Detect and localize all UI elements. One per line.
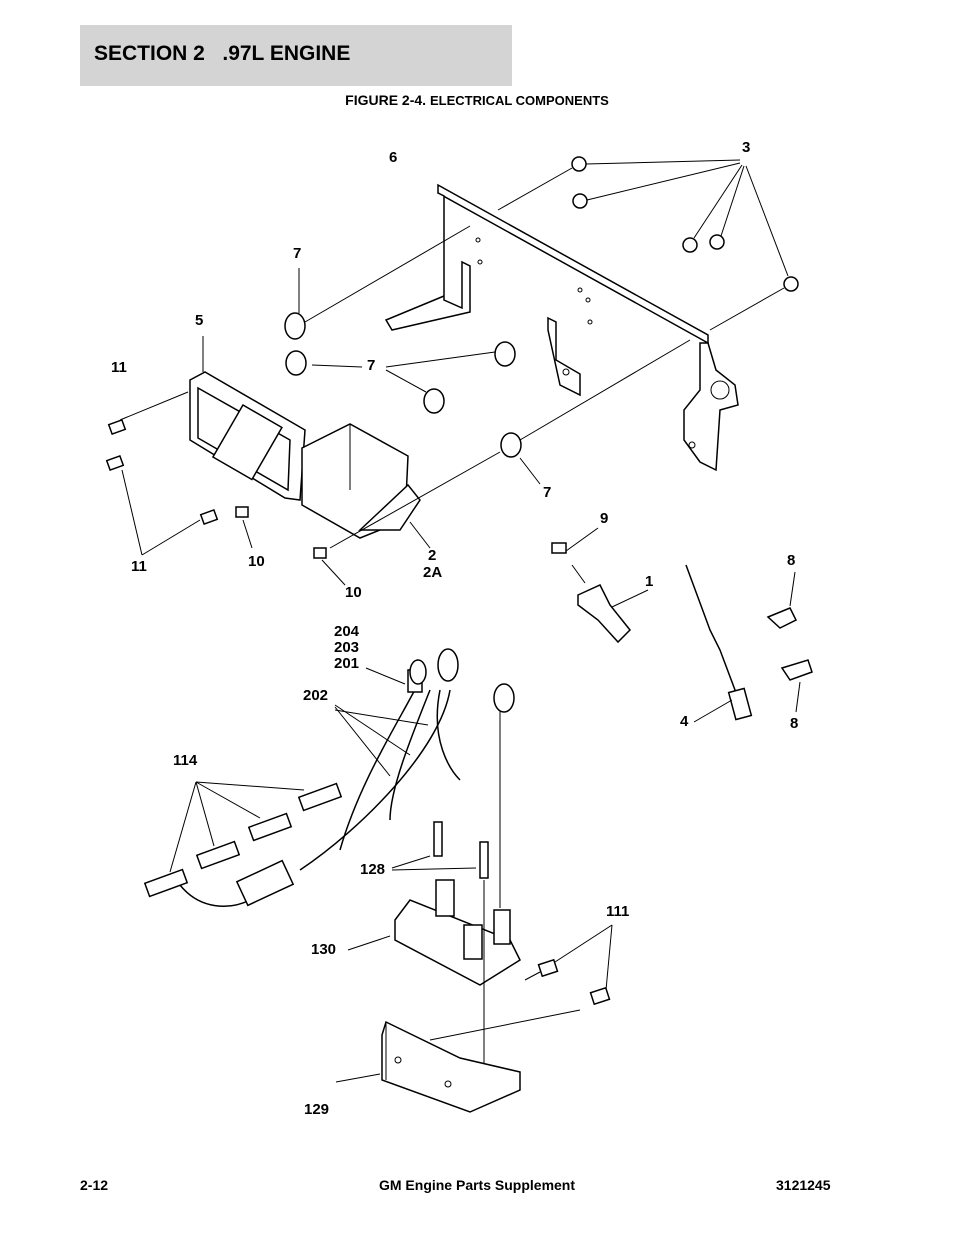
sensors: [551, 527, 813, 723]
callout-201: 201: [334, 655, 360, 672]
callout-130: 130: [311, 941, 337, 958]
figure-caption: ELECTRICAL COMPONENTS: [429, 93, 609, 108]
callout-8-bottom: 8: [790, 715, 799, 732]
callout-10-right: 10: [345, 584, 362, 601]
callout-6: 6: [389, 149, 398, 166]
screws: [105, 418, 346, 586]
ignition-wires: [143, 648, 613, 1113]
callout-11-bottom: 11: [131, 558, 147, 575]
callout-114: 114: [173, 752, 198, 769]
callout-9: 9: [600, 510, 609, 527]
callout-128: 128: [360, 861, 386, 878]
callout-10-left: 10: [248, 553, 265, 570]
callout-204: 204: [334, 623, 360, 640]
section-title: SECTION 2 .97L ENGINE: [94, 42, 351, 65]
page-number: 2-12: [80, 1177, 109, 1193]
callout-111: 111: [606, 903, 630, 920]
callout-129: 129: [304, 1101, 330, 1118]
section-banner: SECTION 2 .97L ENGINE: [80, 25, 512, 86]
callout-4: 4: [680, 713, 689, 730]
callout-5: 5: [195, 312, 204, 329]
callout-8-top: 8: [787, 552, 796, 569]
callout-11-top: 11: [111, 359, 127, 376]
callout-7-bottom: 7: [543, 484, 552, 501]
isolators: [284, 225, 691, 485]
nuts: [497, 156, 799, 331]
callout-1: 1: [645, 573, 654, 590]
callout-203: 203: [334, 639, 360, 656]
mounting-bracket: [384, 183, 739, 472]
callout-2a: 2A: [423, 564, 443, 581]
callout-3: 3: [742, 139, 751, 156]
module-and-relay: [119, 336, 501, 549]
callout-2: 2: [428, 547, 437, 564]
document-number: 3121245: [776, 1177, 831, 1193]
manual-title: GM Engine Parts Supplement: [378, 1177, 576, 1193]
figure-number: FIGURE 2-4.: [345, 92, 427, 108]
callout-202: 202: [303, 687, 329, 704]
callout-7-top: 7: [293, 245, 302, 262]
figure-title: FIGURE 2-4. ELECTRICAL COMPONENTS: [0, 92, 954, 108]
callout-7-middle: 7: [367, 357, 376, 374]
